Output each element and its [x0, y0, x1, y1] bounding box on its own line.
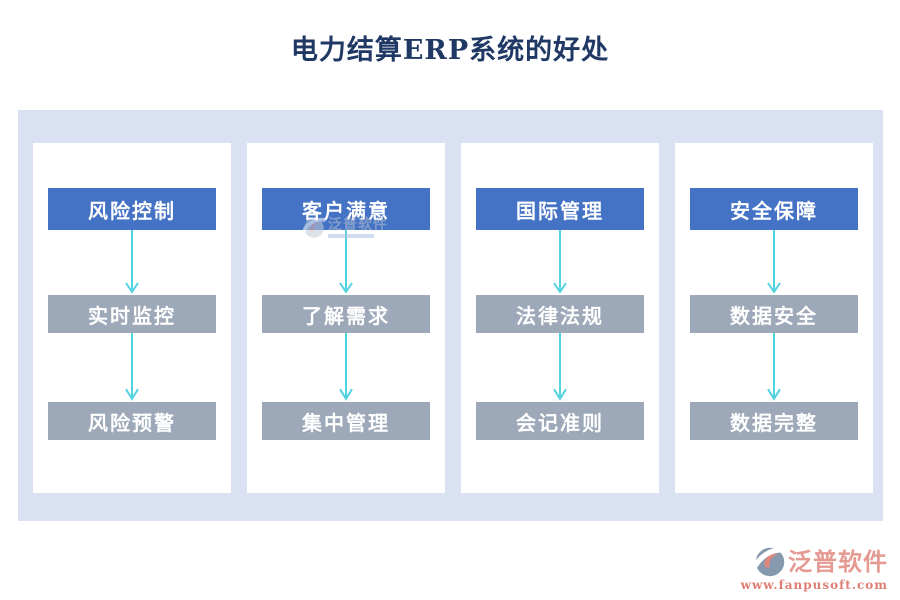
brand-name: 泛普软件 [788, 547, 888, 576]
down-arrow-icon [339, 333, 353, 401]
benefit-header: 客户满意 [262, 188, 430, 230]
down-arrow-icon [125, 230, 139, 294]
benefit-header: 风险控制 [48, 188, 216, 230]
benefit-step: 集中管理 [262, 402, 430, 440]
benefits-panel: 风险控制 实时监控 风险预警 客户满意 了解需求 集中管理 国际管理 法律法 [18, 110, 883, 521]
brand-url: www.fanpusoft.com [740, 578, 888, 592]
down-arrow-icon [125, 333, 139, 401]
benefit-step: 了解需求 [262, 295, 430, 333]
down-arrow-icon [767, 230, 781, 294]
benefit-step: 实时监控 [48, 295, 216, 333]
down-arrow-icon [553, 333, 567, 401]
down-arrow-icon [339, 230, 353, 294]
benefit-column-security-guarantee: 安全保障 数据安全 数据完整 [675, 143, 873, 493]
page-title: 电力结算ERP系统的好处 [290, 35, 610, 66]
brand-footer: 泛普软件 www.fanpusoft.com [741, 546, 888, 592]
benefit-column-international-management: 国际管理 法律法规 会记准则 [461, 143, 659, 493]
benefit-step: 风险预警 [48, 402, 216, 440]
benefit-step: 数据安全 [690, 295, 858, 333]
benefit-header: 国际管理 [476, 188, 644, 230]
down-arrow-icon [553, 230, 567, 294]
fanpu-logo-icon [754, 547, 786, 577]
benefit-step: 会记准则 [476, 402, 644, 440]
benefit-column-risk-control: 风险控制 实时监控 风险预警 [33, 143, 231, 493]
benefit-step: 数据完整 [690, 402, 858, 440]
benefit-step: 法律法规 [476, 295, 644, 333]
down-arrow-icon [767, 333, 781, 401]
benefit-header: 安全保障 [690, 188, 858, 230]
benefit-column-customer-satisfaction: 客户满意 了解需求 集中管理 [247, 143, 445, 493]
